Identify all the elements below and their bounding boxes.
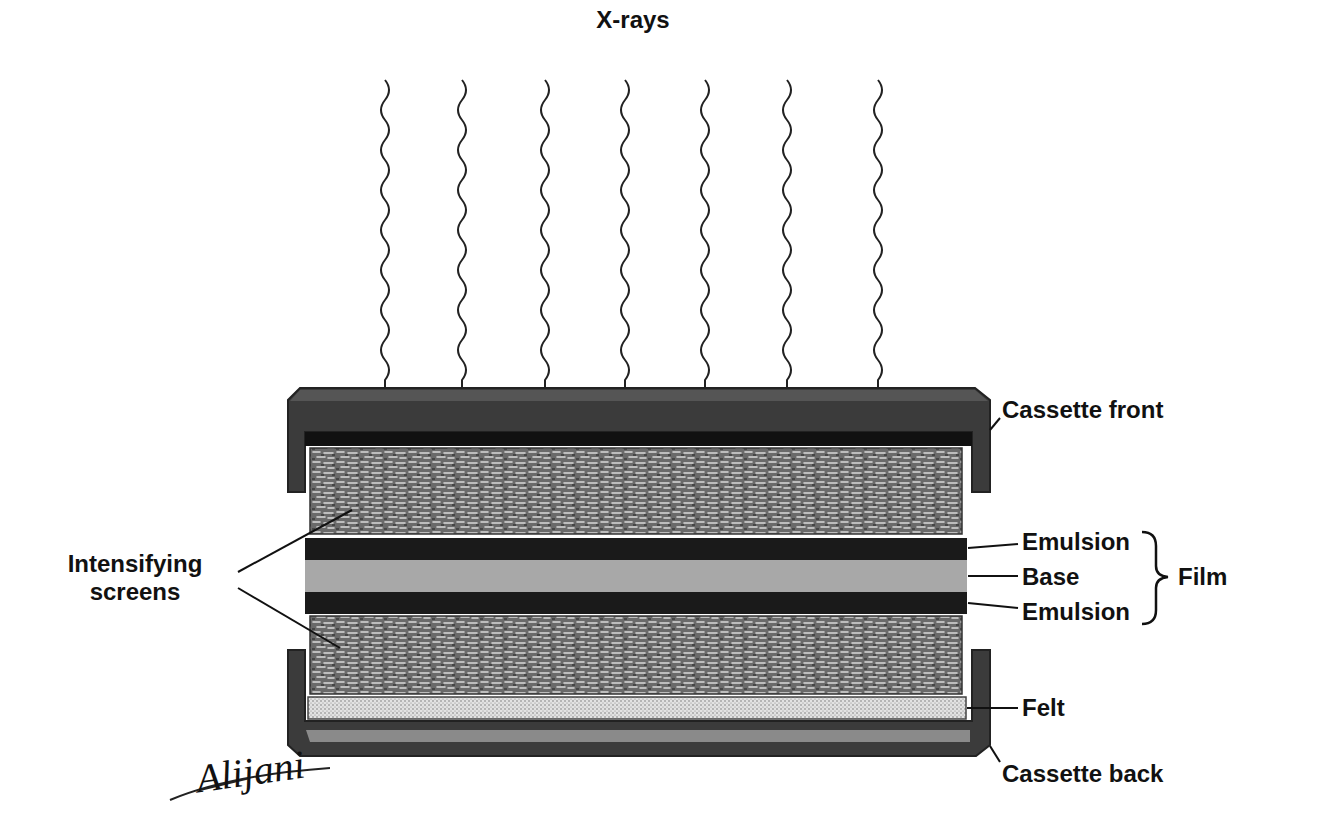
film-brace <box>1142 532 1168 624</box>
layer-label: Emulsion <box>1022 528 1130 556</box>
group-label: Film <box>1178 563 1227 591</box>
leader-lines <box>238 418 1018 762</box>
intensifying-screen <box>310 448 962 534</box>
part-label: Cassette back <box>1002 760 1163 788</box>
emulsion-layer <box>305 592 967 614</box>
layer-label: Felt <box>1022 694 1065 722</box>
cassette-back <box>288 650 990 756</box>
film-base <box>305 560 967 592</box>
beam-label: X-rays <box>596 6 669 34</box>
felt-layer <box>308 697 966 719</box>
signature: Alijani <box>193 743 307 802</box>
part-label: Cassette front <box>1002 396 1163 424</box>
layer-label: Base <box>1022 563 1079 591</box>
layer-label: Emulsion <box>1022 598 1130 626</box>
x-ray-waves <box>381 80 882 402</box>
emulsion-layer <box>305 538 967 560</box>
intensifying-screen <box>310 616 962 694</box>
part-label: Intensifying screens <box>30 550 240 606</box>
